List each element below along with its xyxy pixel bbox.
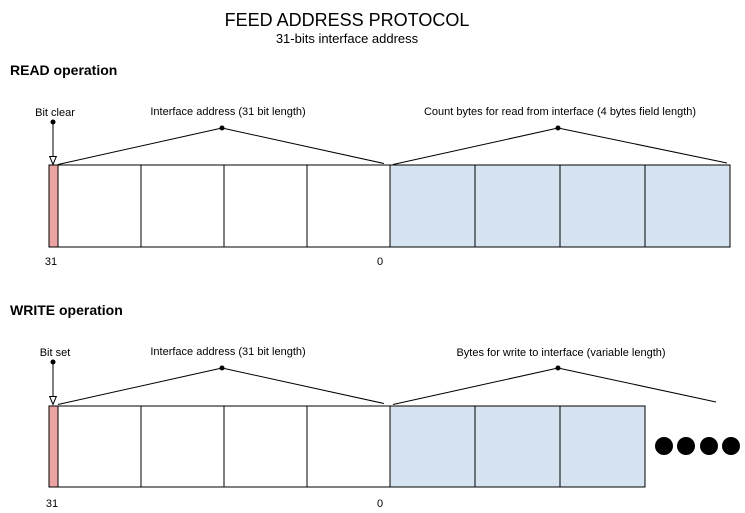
read-address-cell <box>306 164 391 248</box>
read-count-cell <box>389 164 476 248</box>
continuation-dot <box>677 437 695 455</box>
read-section: READ operation Bit clear Interface addre… <box>10 62 731 268</box>
write-bit-cell <box>48 405 59 488</box>
down-arrow-icon <box>48 156 58 166</box>
pointer-line <box>57 367 223 405</box>
pointer-line <box>392 367 559 405</box>
read-bit-cell <box>48 164 59 248</box>
pointer-line <box>57 127 223 165</box>
write-bit0-label: 0 <box>377 498 383 510</box>
pointer-line <box>557 127 728 164</box>
read-section-heading: READ operation <box>10 62 117 78</box>
down-arrow-icon <box>48 396 58 406</box>
write-bit-pointer-label: Bit set <box>40 347 71 359</box>
continuation-dot <box>722 437 740 455</box>
continuation-dot <box>655 437 673 455</box>
read-count-cell <box>559 164 646 248</box>
pointer-dot <box>50 359 56 365</box>
write-data-cell <box>559 405 646 488</box>
write-bytes-pointer-label: Bytes for write to interface (variable l… <box>456 347 665 359</box>
page-subtitle: 31-bits interface address <box>276 31 419 46</box>
read-count-cell <box>644 164 731 248</box>
read-address-pointer-label: Interface address (31 bit length) <box>150 106 305 118</box>
write-data-cell <box>389 405 476 488</box>
write-address-pointer-label: Interface address (31 bit length) <box>150 346 305 358</box>
read-address-cell <box>57 164 142 248</box>
read-bit0-label: 0 <box>377 256 383 268</box>
write-bit31-label: 31 <box>46 498 58 510</box>
read-address-cell <box>223 164 308 248</box>
pointer-line <box>221 367 385 404</box>
pointer-line <box>557 367 717 403</box>
read-count-pointer-label: Count bytes for read from interface (4 b… <box>424 106 696 118</box>
write-data-cell <box>474 405 561 488</box>
write-address-cell <box>306 405 391 488</box>
read-address-cell <box>140 164 225 248</box>
write-address-cell <box>223 405 308 488</box>
page-title: FEED ADDRESS PROTOCOL <box>225 10 470 30</box>
pointer-dot <box>50 119 56 125</box>
pointer-line <box>221 127 385 164</box>
write-address-cell <box>57 405 142 488</box>
write-address-cell <box>140 405 225 488</box>
continuation-dot <box>700 437 718 455</box>
read-count-cell <box>474 164 561 248</box>
read-bit-pointer-label: Bit clear <box>35 107 75 119</box>
write-section-heading: WRITE operation <box>10 302 123 318</box>
read-bit31-label: 31 <box>45 256 57 268</box>
write-section: WRITE operation Bit set Interface addres… <box>10 302 740 510</box>
pointer-line <box>392 127 559 165</box>
